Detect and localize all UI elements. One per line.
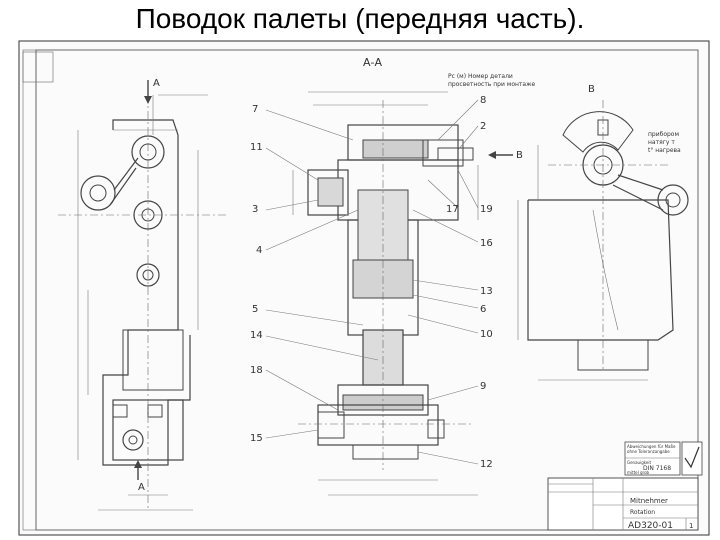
callout-3: 3 [252, 204, 258, 215]
left-side-view [58, 80, 228, 511]
title-part-1: Mitnehmer [630, 497, 668, 505]
callout-19: 19 [480, 204, 493, 215]
title-drawing-number: AD320-01 [628, 521, 673, 531]
legend-line-1: Abweichungen für Maße [627, 444, 676, 449]
callout-7: 7 [252, 104, 258, 115]
cut-a-bottom-label: А [138, 482, 145, 493]
slide-title: Поводок палеты (передняя часть). [135, 3, 585, 34]
drawing-canvas: А А А-А В Рс (м) Номер детали просветнос [18, 40, 710, 536]
engineering-drawing: А А А-А В Рс (м) Номер детали просветнос [18, 40, 718, 538]
callout-5: 5 [252, 304, 258, 315]
arrow-b-label: В [516, 150, 523, 161]
legend-grade: mittel grob [627, 470, 650, 475]
callout-13: 13 [480, 286, 493, 297]
tolerance-legend-box [624, 441, 703, 476]
legend-line-2: ohne Toleranzangabe [627, 449, 670, 454]
cut-a-top-label: А [153, 78, 160, 89]
callout-leaders [265, 99, 479, 465]
note-side-1: прибором [648, 131, 679, 138]
callout-9: 9 [480, 381, 486, 392]
note-gap-2: просветность при монтаже [448, 81, 535, 88]
callout-10: 10 [480, 329, 493, 340]
callout-4: 4 [256, 245, 262, 256]
legend-standard: DIN 7168 [643, 465, 671, 472]
callout-2: 2 [480, 121, 486, 132]
note-side-2: натягу т [648, 139, 675, 146]
legend-line-3: Genauigkeit [627, 460, 651, 465]
callout-11: 11 [250, 142, 263, 153]
title-part-2: Rotation [630, 509, 655, 516]
top-left-stamp [22, 51, 54, 83]
title-block [547, 477, 699, 531]
callout-8: 8 [480, 95, 486, 106]
note-gap: Рс (м) Номер детали [448, 73, 513, 80]
view-b [517, 100, 689, 381]
callout-18: 18 [250, 365, 263, 376]
callout-15: 15 [250, 433, 263, 444]
callout-6: 6 [480, 304, 486, 315]
section-a-a-view [292, 91, 513, 496]
callout-14: 14 [250, 330, 263, 341]
section-a-a-title: А-А [363, 56, 382, 69]
callout-16: 16 [480, 238, 493, 249]
check-mark-icon [684, 446, 700, 469]
callout-12: 12 [480, 459, 493, 470]
title-sheet: 1 [689, 522, 693, 530]
left-stamp-column [22, 49, 37, 531]
callout-17: 17 [446, 204, 459, 215]
view-b-label: В [588, 84, 595, 95]
note-side-3: t° нагрева [648, 147, 681, 154]
